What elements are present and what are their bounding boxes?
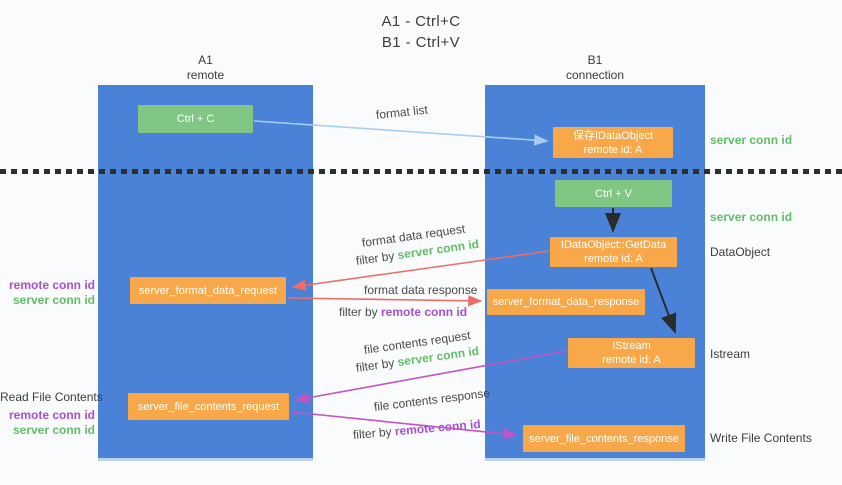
node-save-idataobject-line2: remote id: A xyxy=(583,143,643,156)
node-server-format-data-response-label: server_format_data_response xyxy=(492,296,640,308)
annotation-remote-conn-id-1: remote conn id xyxy=(8,278,95,292)
annotation-write-file-contents: Write File Contents xyxy=(710,431,812,445)
node-ctrl-c-label: Ctrl + C xyxy=(176,113,215,125)
label-format-list: format list xyxy=(375,102,429,122)
lane-a1-name: A1 xyxy=(198,53,213,67)
annotation-server-conn-id-2: server conn id xyxy=(710,210,793,224)
filter-by-text: filter by xyxy=(355,355,399,375)
label-filter-by-remote-conn-id-1: filter by remote conn id xyxy=(339,305,467,319)
node-idataobject-getdata-line2: remote id: A xyxy=(584,253,643,265)
lane-header-b1: B1 connection xyxy=(485,53,705,83)
node-istream-line2: remote id: A xyxy=(602,354,661,366)
node-server-file-contents-request: server_file_contents_request xyxy=(128,393,289,420)
node-save-idataobject-line1: 保存IDataObject xyxy=(572,129,654,142)
lane-a1-role: remote xyxy=(186,68,225,82)
node-istream-line1: IStream xyxy=(612,340,651,352)
node-server-file-contents-request-label: server_file_contents_request xyxy=(137,400,280,413)
annotation-istream: Istream xyxy=(710,347,751,361)
node-save-idataobject: 保存IDataObject remote id: A xyxy=(553,127,673,158)
node-ctrl-c: Ctrl + C xyxy=(138,105,253,133)
annotation-remote-conn-id-2: remote conn id xyxy=(8,408,95,422)
node-istream: IStream remote id: A xyxy=(568,338,695,368)
label-file-contents-response: file contents response xyxy=(373,385,491,414)
node-idataobject-getdata: IDataObject::GetData remote id: A xyxy=(550,237,677,267)
node-server-format-data-response: server_format_data_response xyxy=(487,289,645,315)
arrow-format-data-response xyxy=(287,295,483,307)
filter-by-text: filter by xyxy=(352,424,396,442)
label-format-data-response: format data response xyxy=(364,283,478,297)
node-idataobject-getdata-line1: IDataObject::GetData xyxy=(560,239,667,251)
session-divider-dotted-line xyxy=(0,169,842,174)
node-server-file-contents-response: server_file_contents_response xyxy=(523,425,685,452)
diagram-title: A1 - Ctrl+C B1 - Ctrl+V xyxy=(0,11,842,53)
filter-by-text: filter by xyxy=(355,248,399,268)
title-line-2: B1 - Ctrl+V xyxy=(381,34,461,51)
filter-by-text: filter by xyxy=(339,305,382,319)
annotation-server-conn-id-3: server conn id xyxy=(12,293,95,307)
label-filter-by-remote-conn-id-2: filter by remote conn id xyxy=(352,417,481,442)
remote-conn-id-text: remote conn id xyxy=(394,416,482,439)
annotation-read-file-contents: Read File Contents xyxy=(0,390,103,404)
annotation-server-conn-id-4: server conn id xyxy=(12,423,95,437)
lane-b1-name: B1 xyxy=(587,53,603,67)
title-line-1: A1 - Ctrl+C xyxy=(381,13,461,30)
lane-b1-role: connection xyxy=(565,68,625,82)
node-server-format-data-request-label: server_format_data_request xyxy=(138,284,278,297)
node-ctrl-v: Ctrl + V xyxy=(555,180,672,207)
annotation-server-conn-id-1: server conn id xyxy=(710,133,793,147)
node-server-file-contents-response-label: server_file_contents_response xyxy=(529,432,679,445)
node-ctrl-v-label: Ctrl + V xyxy=(595,187,632,200)
annotation-dataobject: DataObject xyxy=(710,245,771,259)
remote-conn-id-text: remote conn id xyxy=(381,305,468,319)
lane-header-a1: A1 remote xyxy=(98,53,313,83)
node-server-format-data-request: server_format_data_request xyxy=(130,277,286,304)
